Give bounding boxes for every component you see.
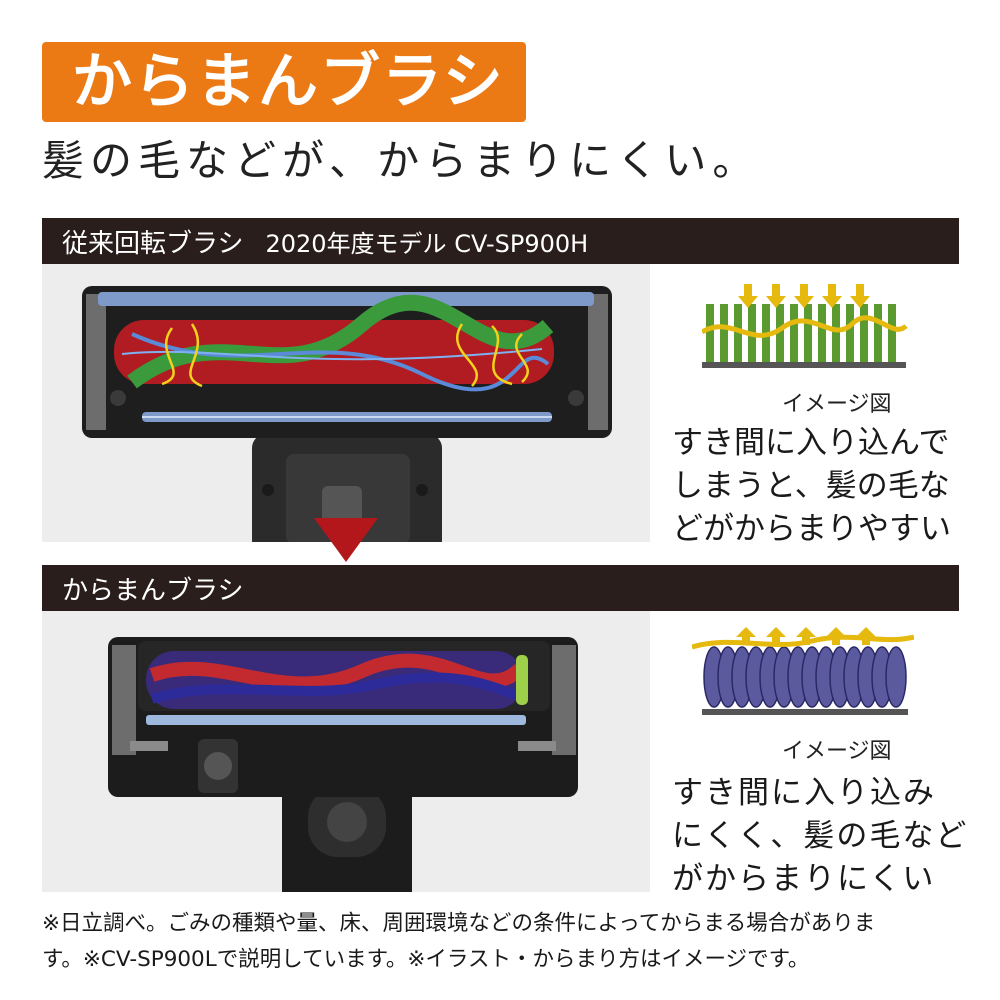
- title-text: からまんブラシ: [72, 47, 505, 117]
- old-desc-line: しまうと、髪の毛な: [672, 468, 950, 504]
- new-desc-line: がからまりにくい: [672, 861, 936, 897]
- title-banner: からまんブラシ: [42, 42, 526, 122]
- section-old-model: 2020年度モデル CV-SP900H: [265, 229, 589, 258]
- loop-bristle-icon: [691, 627, 915, 715]
- new-illustration-caption: イメージ図: [782, 739, 892, 764]
- section-old-header: 従来回転ブラシ 2020年度モデル CV-SP900H: [42, 218, 959, 264]
- old-brush-illustration: [700, 284, 912, 374]
- down-arrow-icon: [314, 518, 378, 562]
- new-brush-illustration: [691, 625, 915, 725]
- footnote-line: す。※CV-SP900Lで説明しています。※イラスト・からまり方はイメージです。: [42, 947, 810, 972]
- footnote-line: ※日立調べ。ごみの種類や量、床、周囲環境などの条件によってからまる場合がありま: [42, 911, 876, 936]
- new-desc-line: にくく、髪の毛など: [672, 818, 969, 854]
- new-desc-line: すき間に入り込み: [672, 775, 936, 811]
- tangled-hair-icon: [700, 284, 908, 368]
- old-brush-image: [82, 286, 612, 542]
- old-desc-line: どがからまりやすい: [672, 511, 951, 547]
- new-brush-image: [108, 637, 578, 892]
- old-illustration-caption: イメージ図: [782, 392, 892, 417]
- subtitle: 髪の毛などが、からまりにくい。: [42, 136, 761, 185]
- new-brush-description: すき間に入り込み にくく、髪の毛など がからまりにくい: [672, 772, 972, 901]
- footnote: ※日立調べ。ごみの種類や量、床、周囲環境などの条件によってからまる場合がありま …: [42, 906, 972, 978]
- old-brush-photo: [42, 264, 650, 542]
- section-old-label: 従来回転ブラシ: [62, 228, 244, 259]
- section-new-header: からまんブラシ: [42, 565, 959, 611]
- new-brush-photo: [42, 611, 650, 892]
- old-desc-line: すき間に入り込んで: [672, 425, 950, 461]
- section-new-label: からまんブラシ: [62, 575, 244, 606]
- old-brush-description: すき間に入り込んで しまうと、髪の毛な どがからまりやすい: [672, 422, 972, 551]
